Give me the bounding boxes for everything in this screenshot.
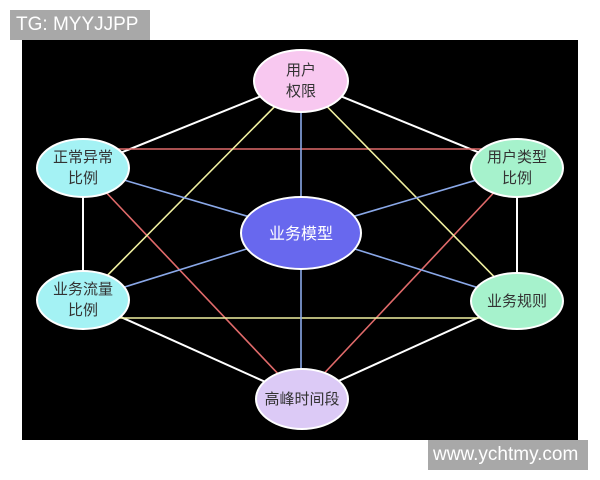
node-label: 正常异常 比例 — [52, 148, 113, 187]
watermark-top-left: TG: MYYJJPP — [10, 10, 151, 40]
node-label: 高峰时间段 — [264, 389, 340, 408]
node-peak-time: 高峰时间段 — [255, 368, 349, 430]
node-label: 业务模型 — [268, 223, 333, 243]
edge-user-permission-traffic — [82, 79, 302, 301]
watermark-bottom-right: www.ychtmy.com — [428, 440, 589, 470]
node-business-traffic-ratio: 业务流量 比例 — [36, 270, 130, 330]
node-business-model: 业务模型 — [240, 196, 362, 270]
edge-user-type-peak — [300, 167, 518, 399]
node-label: 业务流量 比例 — [52, 280, 113, 319]
node-label: 用户类型 比例 — [486, 148, 547, 187]
node-normal-abnormal-ratio: 正常异常 比例 — [36, 138, 130, 198]
node-label: 用户 权限 — [285, 61, 316, 100]
node-business-rules: 业务规则 — [470, 272, 564, 330]
edge-user-permission-rules — [300, 79, 518, 301]
node-user-permission: 用户 权限 — [253, 49, 349, 113]
node-user-type-ratio: 用户类型 比例 — [470, 138, 564, 198]
node-label: 业务规则 — [486, 291, 547, 310]
edge-normal-abnormal-peak — [82, 167, 302, 399]
